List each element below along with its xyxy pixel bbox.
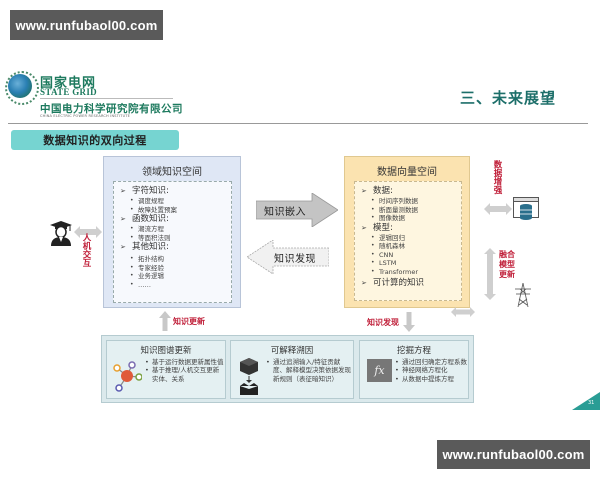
database-window-icon bbox=[513, 197, 539, 220]
fx-icon: fx bbox=[367, 359, 392, 382]
watermark-bottom: www.runfubaol00.com bbox=[437, 440, 590, 469]
group-head: ➢模型: bbox=[361, 222, 393, 233]
list-item: 故障处置预案 bbox=[120, 206, 227, 215]
knowledge-embedding-label: 知识嵌入 bbox=[264, 207, 306, 218]
logo-chinese-name: 国家电网 bbox=[40, 76, 97, 91]
institute-english-name: CHINA ELECTRIC POWER RESEARCH INSTITUTE bbox=[40, 114, 131, 118]
page-corner-decoration bbox=[572, 392, 600, 410]
domain-knowledge-space-title: 领域知识空间 bbox=[142, 167, 202, 178]
data-enhancement-label: 数据增强 bbox=[492, 160, 502, 194]
list-item: 逻辑回归 bbox=[361, 234, 457, 243]
bullet-arrow-icon: ➢ bbox=[120, 187, 126, 195]
list-item: 时间序列数据 bbox=[361, 197, 457, 206]
knowledge-update-arrow bbox=[159, 311, 171, 331]
list-item: 通过追溯输入/特征贡献度、解释模型决策依据发现新规则（表征暗知识） bbox=[266, 358, 352, 383]
knowledge-discovery-down-arrow bbox=[403, 312, 415, 332]
bullet-arrow-icon: ➢ bbox=[120, 243, 126, 251]
list-item: 调度规程 bbox=[120, 197, 227, 206]
bullet-arrow-icon: ➢ bbox=[361, 223, 367, 232]
data-enhancement-arrow bbox=[484, 203, 512, 215]
knowledge-embedding-arrow: 知识嵌入 bbox=[256, 193, 338, 227]
list-item: 潮流方程 bbox=[120, 225, 227, 234]
bullet-arrow-icon: ➢ bbox=[120, 215, 126, 223]
panel-title: 挖掘方程 bbox=[396, 346, 431, 356]
data-vector-list-panel: ➢数据: 时间序列数据 断面量测数据 图像数据 ➢模型: 逻辑回归 随机森林 C… bbox=[354, 181, 462, 301]
group-head: ➢其他知识: bbox=[120, 242, 169, 252]
data-vector-space-title: 数据向量空间 bbox=[377, 167, 437, 178]
state-grid-logo-icon bbox=[5, 71, 39, 105]
bullet-arrow-icon: ➢ bbox=[361, 187, 367, 195]
knowledge-discovery-label-bottom: 知识发现 bbox=[367, 318, 399, 327]
group-head: ➢字符知识: bbox=[120, 186, 169, 196]
bottom-methods-panel: 知识图谱更新 基于运行数据更新属性值 基于推理/人机交互更新实体、关系 可解释溯… bbox=[101, 335, 474, 403]
panel-title: 可解释溯因 bbox=[270, 346, 314, 356]
page-number: 31 bbox=[588, 400, 595, 406]
section-tag: 数据知识的双向过程 bbox=[11, 130, 179, 150]
equation-mining-panel: 挖掘方程 fx 通过回归确定方程系数 神经网络方程化 从数据中提炼方程 bbox=[359, 340, 469, 399]
list-item: 业务逻辑 bbox=[120, 272, 227, 281]
fusion-update-arrow bbox=[484, 248, 496, 300]
horizontal-double-arrow bbox=[451, 307, 475, 317]
domain-knowledge-space-box: 领域知识空间 ➢字符知识: 调度规程 故障处置预案 ➢函数知识: 潮流方程 等面… bbox=[103, 156, 241, 308]
group-head: ➢函数知识: bbox=[120, 214, 169, 224]
user-graduate-icon bbox=[50, 221, 72, 246]
logo-divider bbox=[40, 98, 173, 99]
bullet-arrow-icon: ➢ bbox=[361, 279, 367, 287]
watermark-top: www.runfubaol00.com bbox=[10, 10, 163, 40]
list-item: 断面量测数据 bbox=[361, 206, 457, 215]
list-item: 从数据中提炼方程 bbox=[395, 375, 469, 384]
list-item: 基于运行数据更新属性值 bbox=[145, 358, 225, 367]
list-item: 神经网络方程化 bbox=[395, 366, 469, 375]
knowledge-discovery-label: 知识发现 bbox=[274, 254, 316, 265]
institute-name: 中国电力科学研究院有限公司 bbox=[40, 103, 183, 115]
explainable-abduction-panel: 可解释溯因 通过追溯输入/特征贡献度、解释模型决策依据发现新规则（表征暗知识） bbox=[230, 340, 354, 399]
knowledge-discovery-arrow: 知识发现 bbox=[247, 240, 329, 274]
section-title: 三、未来展望 bbox=[460, 89, 557, 107]
power-tower-icon bbox=[515, 283, 531, 307]
list-item: LSTM bbox=[361, 259, 457, 268]
list-item: 等面积法则 bbox=[120, 234, 227, 243]
list-item: 通过回归确定方程系数 bbox=[395, 358, 469, 367]
data-vector-space-box: 数据向量空间 ➢数据: 时间序列数据 断面量测数据 图像数据 ➢模型: 逻辑回归… bbox=[344, 156, 470, 308]
knowledge-graph-update-panel: 知识图谱更新 基于运行数据更新属性值 基于推理/人机交互更新实体、关系 bbox=[106, 340, 226, 399]
list-item: 拓扑结构 bbox=[120, 255, 227, 264]
black-box-icon bbox=[240, 358, 258, 395]
fusion-model-update-label: 融合模型更新 bbox=[499, 250, 515, 279]
human-interaction-label: 人机交互 bbox=[81, 233, 91, 267]
list-item: 图像数据 bbox=[361, 214, 457, 223]
list-item: 专家经验 bbox=[120, 264, 227, 273]
list-item: 随机森林 bbox=[361, 242, 457, 251]
logo-english-name: STATE GRID bbox=[40, 87, 97, 97]
list-item: Transformer bbox=[361, 268, 457, 277]
list-item: 基于推理/人机交互更新实体、关系 bbox=[145, 366, 225, 383]
header-divider bbox=[8, 123, 588, 124]
domain-knowledge-list-panel: ➢字符知识: 调度规程 故障处置预案 ➢函数知识: 潮流方程 等面积法则 ➢其他… bbox=[113, 181, 232, 303]
group-head: ➢可计算的知识 bbox=[361, 278, 425, 288]
list-item: …… bbox=[120, 281, 227, 290]
group-head: ➢数据: bbox=[361, 186, 393, 196]
panel-title: 知识图谱更新 bbox=[140, 346, 192, 356]
human-interaction-arrow bbox=[74, 226, 102, 238]
knowledge-update-label: 知识更新 bbox=[173, 317, 205, 326]
knowledge-graph-icon bbox=[113, 361, 142, 392]
list-item: CNN bbox=[361, 251, 457, 260]
